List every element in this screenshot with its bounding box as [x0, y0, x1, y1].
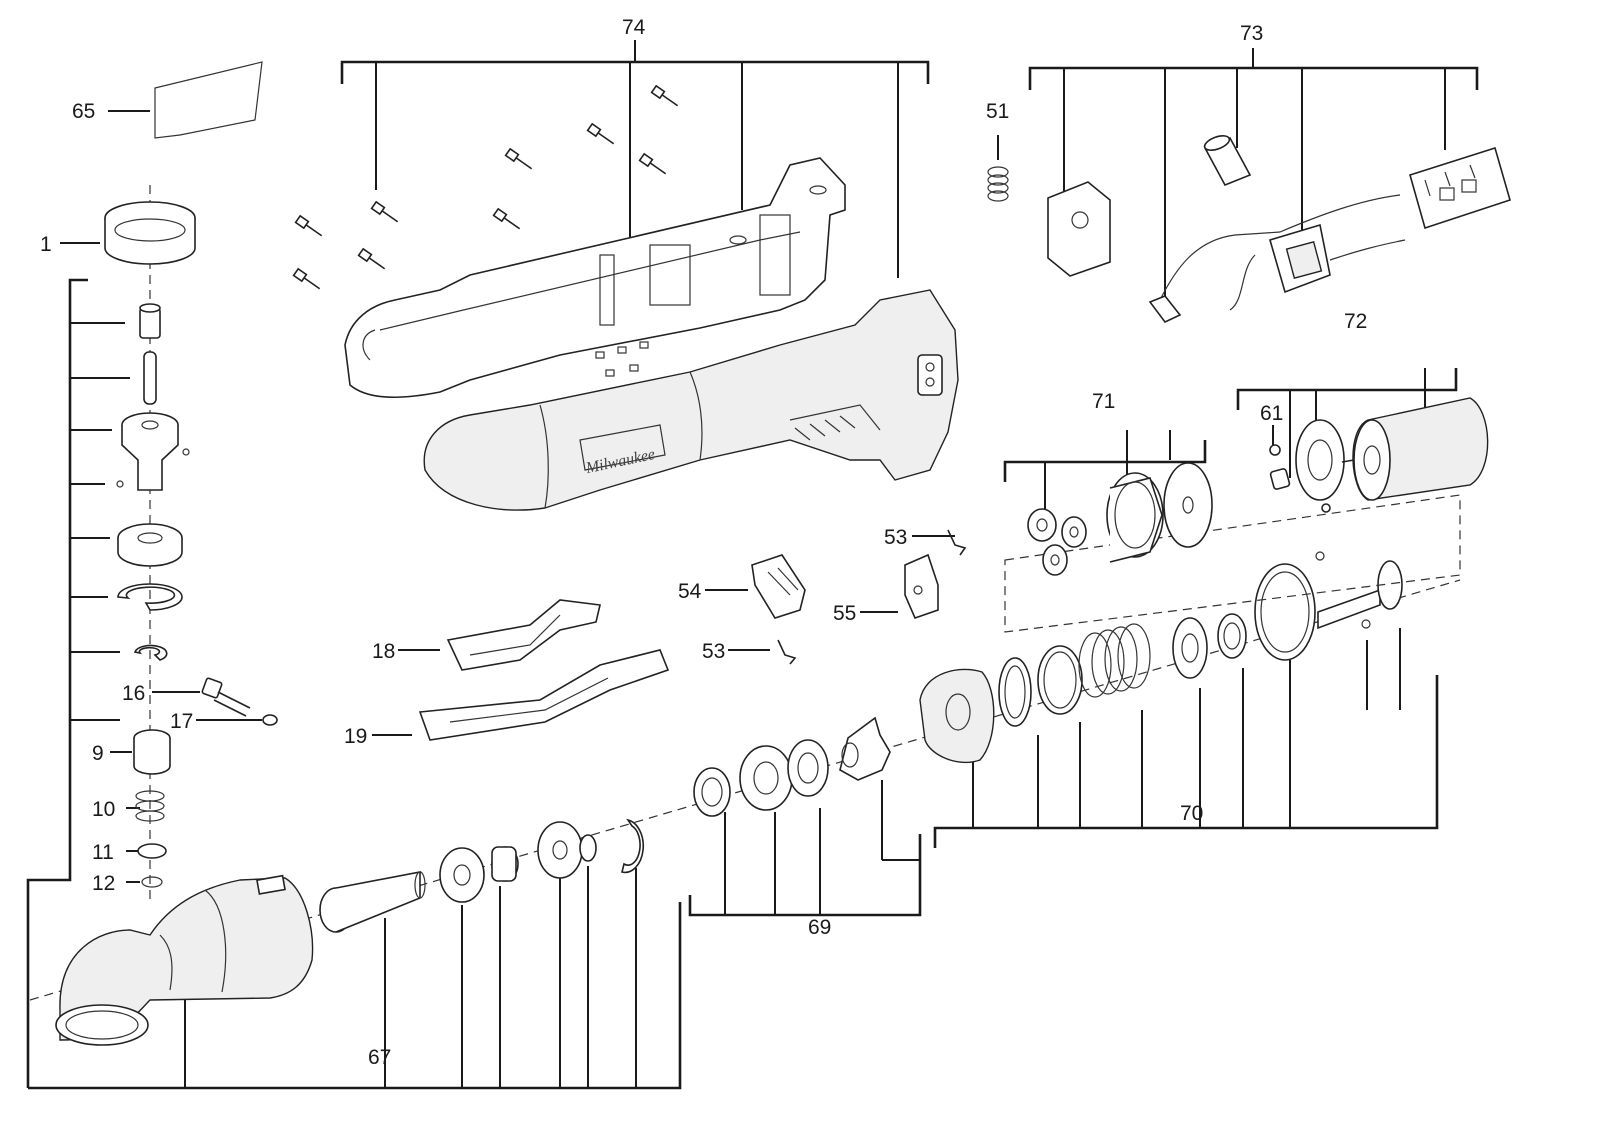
callout-51: 51	[986, 100, 1009, 123]
gear-washer	[1163, 462, 1213, 548]
needle-bushing	[491, 846, 519, 882]
spring-clip-53b	[777, 639, 797, 665]
callout-54: 54	[678, 580, 702, 603]
ball-bearing-b	[537, 821, 583, 879]
bushing-cap	[104, 201, 196, 265]
bracket-73	[1028, 48, 1479, 302]
ball-cage	[998, 657, 1032, 727]
screw-16	[201, 677, 251, 717]
motor	[1341, 397, 1489, 501]
led-lens	[1148, 295, 1182, 323]
callout-10: 10	[92, 798, 115, 821]
washer-17	[262, 714, 278, 726]
callout-9: 9	[92, 742, 104, 765]
callout-69: 69	[808, 916, 831, 939]
callout-1: 1	[40, 233, 52, 256]
callout-11: 11	[92, 841, 114, 864]
motor-mount-plate	[1295, 419, 1345, 513]
callout-53b: 53	[702, 640, 725, 663]
housing-half-lower: Milwaukee	[423, 289, 959, 511]
motor-pinion	[1269, 444, 1291, 490]
bracket-70	[933, 628, 1439, 848]
o-ring-11	[137, 843, 167, 859]
retaining-ring	[117, 583, 183, 611]
callout-61: 61	[1260, 402, 1283, 425]
anvil-shaft	[319, 871, 426, 933]
needle-bearing	[139, 303, 161, 339]
head-assembly-bracket	[26, 278, 130, 1088]
trigger-lever-18	[446, 599, 601, 671]
hammer-spring	[1078, 623, 1151, 698]
callout-18: 18	[372, 640, 395, 663]
magnet-sleeve	[1203, 135, 1252, 187]
callout-labels: 65 1 16 17 9 10 11 12 18 19 54 55 53 53 …	[40, 16, 1367, 1069]
circlip	[621, 818, 645, 874]
housing-dots	[595, 341, 649, 377]
spindle-carrier	[1315, 551, 1403, 630]
small-ring	[579, 834, 597, 862]
gear-group-outline	[1004, 494, 1461, 633]
switch-bracket-55	[904, 553, 939, 619]
housing-half-upper	[344, 157, 846, 398]
bearing-ring	[117, 523, 183, 567]
bracket-69	[688, 780, 922, 917]
pin	[143, 351, 157, 405]
clutch-bushing	[693, 767, 731, 817]
callout-71: 71	[1092, 390, 1115, 413]
callout-67: 67	[368, 1046, 391, 1069]
switch-actuator-54	[751, 554, 806, 619]
callout-19: 19	[344, 725, 367, 748]
bracket-71	[1003, 430, 1207, 515]
label-plate	[154, 61, 263, 139]
ring-12	[141, 876, 163, 888]
callout-65: 65	[72, 100, 95, 123]
callout-16: 16	[122, 682, 145, 705]
ring-gear	[1106, 472, 1164, 563]
spring-51	[987, 166, 1009, 202]
callout-74: 74	[622, 16, 646, 39]
callout-70: 70	[1180, 802, 1203, 825]
ball	[116, 480, 124, 488]
switch-assembly	[1229, 223, 1406, 311]
callout-53a: 53	[884, 526, 907, 549]
angle-head-housing	[55, 874, 314, 1046]
washer-69a	[739, 745, 793, 811]
washer-69b	[787, 739, 829, 797]
callout-73: 73	[1240, 22, 1263, 45]
housing-screws	[292, 84, 679, 290]
callout-17: 17	[170, 710, 193, 733]
callout-72: 72	[1344, 310, 1367, 333]
ring-gear-cover	[1254, 563, 1316, 661]
led-holder	[1047, 181, 1111, 277]
spring-washer	[1172, 617, 1208, 679]
ball-bearing-a	[439, 847, 485, 903]
collar-9	[133, 729, 171, 775]
hammer	[919, 668, 995, 764]
planet-gears	[1027, 508, 1087, 576]
bracket-67	[28, 866, 682, 1090]
pcb-board	[1409, 146, 1511, 230]
callout-55: 55	[833, 602, 856, 625]
callout-12: 12	[92, 872, 115, 895]
hammer-anvil	[839, 716, 891, 781]
thrust-washer	[1037, 645, 1083, 715]
wire-harness	[1159, 194, 1401, 301]
trigger-plate-19	[418, 649, 670, 741]
snap-ring	[133, 644, 168, 661]
bevel-gear	[121, 412, 190, 491]
cam-ring	[1217, 613, 1247, 659]
spring-clip-53a	[947, 529, 967, 556]
spring-10	[135, 790, 165, 822]
